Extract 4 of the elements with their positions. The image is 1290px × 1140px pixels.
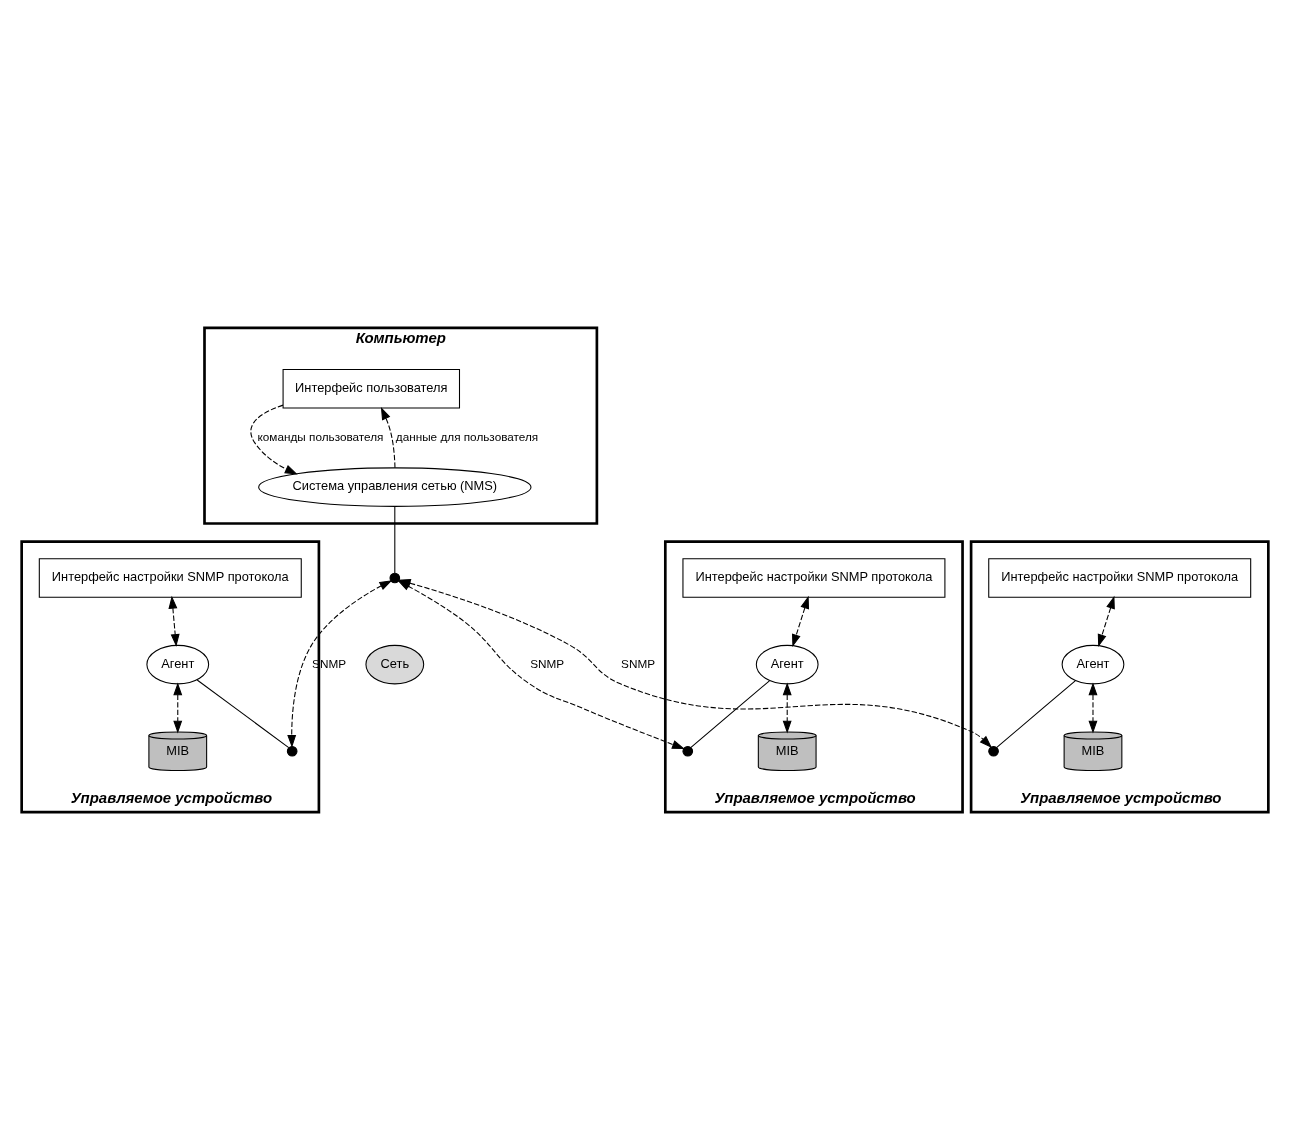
edge-label: SNMP — [530, 656, 565, 670]
edge-label: команды пользователя — [257, 429, 384, 443]
edge-label: SNMP — [621, 656, 656, 670]
edge-label: данные для пользователя — [395, 429, 539, 443]
